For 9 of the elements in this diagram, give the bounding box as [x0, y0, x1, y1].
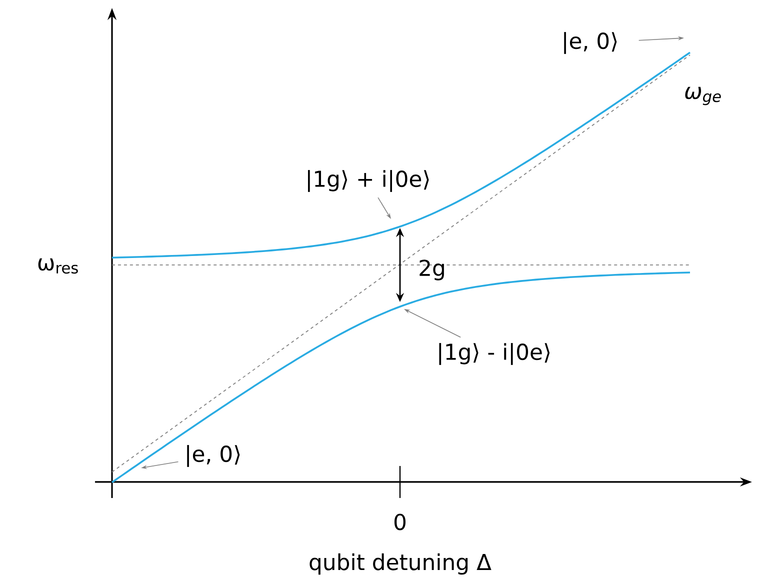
state-label: |1g⟩ + i|0e⟩ — [308, 170, 429, 192]
state-label: |e, 0⟩ — [564, 32, 617, 54]
tick-label: 0 — [394, 514, 406, 530]
curve-label: ω$_{ge}$ — [685, 86, 721, 106]
axis-label: ω$_{res}$ — [38, 258, 78, 274]
axis-title: qubit detuning Δ — [310, 553, 492, 575]
state-label: |1g⟩ - i|0e⟩ — [439, 343, 550, 365]
gap-label: 2g — [420, 260, 444, 280]
state-label: |e, 0⟩ — [187, 445, 240, 467]
